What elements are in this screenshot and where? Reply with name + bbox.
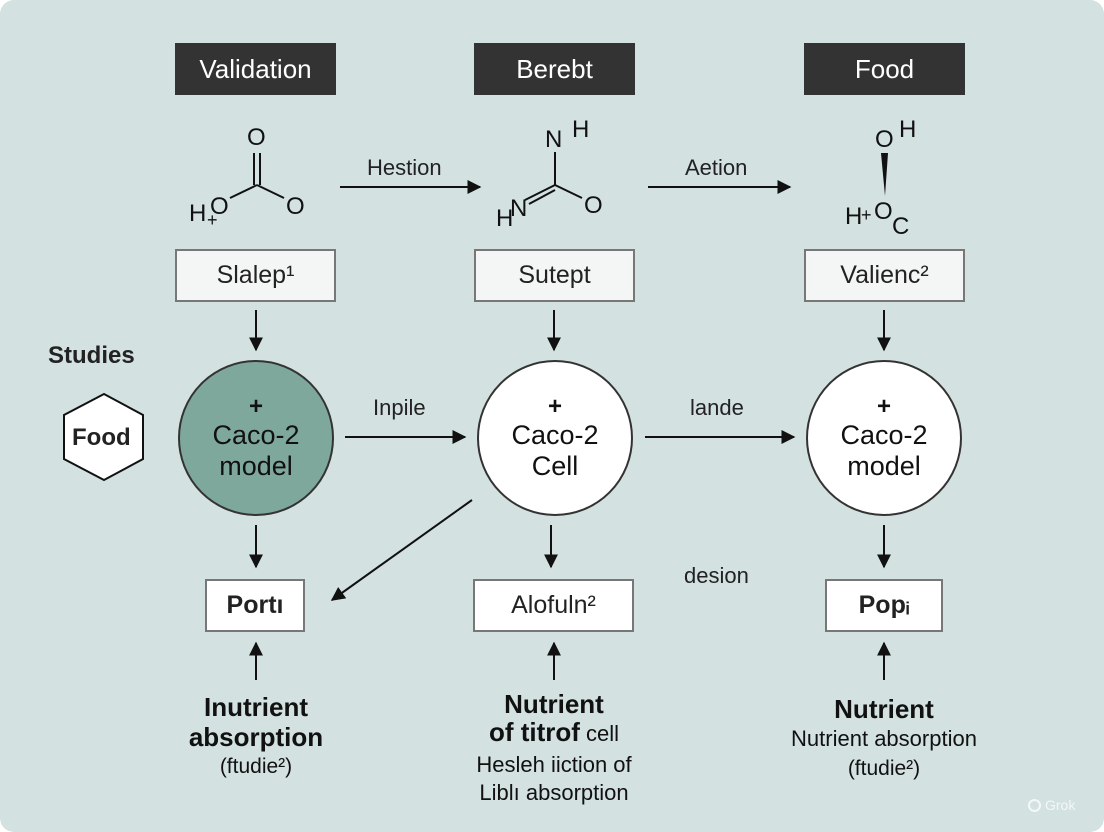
bottom-right-line1: Nutrient bbox=[834, 694, 934, 724]
molecule-right-o-top: O bbox=[875, 126, 894, 153]
molecule-middle-n-top: N bbox=[545, 126, 563, 153]
bottom-left-line3: (ftudie²) bbox=[219, 755, 293, 778]
molecule-right-o: O bbox=[874, 198, 893, 225]
stage-box-middle: Sutept bbox=[474, 249, 635, 302]
arrow-label-top-left: Hestion bbox=[367, 155, 442, 180]
molecule-left-h: H bbox=[189, 200, 207, 227]
bottom-text-middle: Nutrient of titrof cell Hesleh iiction o… bbox=[444, 690, 664, 807]
header-food: Food bbox=[804, 43, 965, 95]
result-box-right: Popᵢ bbox=[825, 579, 943, 632]
bottom-middle-line2: of titrof cell bbox=[444, 718, 664, 751]
bottom-text-left: Inutrient absorption (ftudie²) bbox=[166, 692, 346, 782]
arrow-label-mid-left: Inpile bbox=[373, 395, 426, 420]
molecule-middle-o: O bbox=[584, 192, 603, 219]
molecule-right-h-top: H bbox=[899, 116, 917, 143]
molecule-right-plus: + bbox=[861, 205, 872, 225]
bottom-middle-line3: Hesleh iiction of bbox=[476, 752, 632, 777]
bottom-right-line3: (ftudie²) bbox=[847, 757, 921, 780]
bottom-middle-line2-bold: of titrof bbox=[488, 717, 580, 747]
result-box-left: Portı bbox=[205, 579, 305, 632]
bottom-left-line1: Inutrient bbox=[204, 692, 308, 722]
caco2-cell-circle-middle: + Caco-2 Cell bbox=[477, 360, 633, 516]
molecule-middle-h-top: H bbox=[572, 116, 590, 143]
header-berebt: Berebt bbox=[474, 43, 635, 95]
header-validation: Validation bbox=[175, 43, 336, 95]
molecule-middle-h: H bbox=[496, 205, 514, 232]
bottom-left-line2: absorption bbox=[188, 722, 324, 752]
grok-logo-icon bbox=[1028, 798, 1041, 812]
molecule-left-o-top: O bbox=[247, 124, 266, 151]
molecule-left-plus: + bbox=[207, 210, 218, 230]
circle-middle-plus: + bbox=[547, 393, 562, 420]
circle-left-plus: + bbox=[248, 393, 263, 420]
bottom-middle-line1: Nutrient bbox=[504, 689, 604, 719]
food-hexagon-label: Food bbox=[72, 424, 131, 451]
molecule-left-o-left: O bbox=[210, 193, 229, 220]
bottom-text-right: Nutrient Nutrient absorption (ftudie²) bbox=[764, 694, 1004, 784]
arrow-label-top-right: Aetion bbox=[685, 155, 748, 180]
bottom-right-line2: Nutrient absorption bbox=[791, 726, 977, 751]
arrow-label-lower-right: desion bbox=[684, 563, 749, 588]
bottom-middle-line4: Liblı absorption bbox=[479, 780, 629, 805]
circle-middle-line1: Caco-2 bbox=[511, 420, 599, 450]
molecule-right-c: C bbox=[892, 213, 910, 240]
molecule-right-h: H bbox=[845, 203, 863, 230]
molecule-left-bonds bbox=[229, 153, 285, 199]
caco2-model-circle-right: + Caco-2 model bbox=[806, 360, 962, 516]
circle-right-line2: model bbox=[847, 451, 921, 481]
watermark: Grok bbox=[1028, 797, 1075, 813]
molecule-middle-bonds bbox=[524, 152, 583, 205]
result-box-middle: Alofuln² bbox=[473, 579, 634, 632]
stage-box-right: Valienc² bbox=[804, 249, 965, 302]
studies-label: Studies bbox=[48, 342, 135, 369]
arrow-diagonal bbox=[330, 499, 473, 601]
molecule-right-wedge bbox=[881, 153, 888, 196]
watermark-text: Grok bbox=[1045, 797, 1076, 813]
arrow-label-mid-right: lande bbox=[690, 395, 744, 420]
food-hexagon-shape bbox=[63, 392, 144, 482]
circle-middle-line2: Cell bbox=[531, 451, 579, 481]
circle-right-line1: Caco-2 bbox=[840, 420, 928, 450]
stage-box-left: Slalep¹ bbox=[175, 249, 336, 302]
molecule-middle-n: N bbox=[510, 195, 528, 222]
caco2-model-circle-left: + Caco-2 model bbox=[178, 360, 334, 516]
circle-right-plus: + bbox=[876, 393, 891, 420]
molecule-left-o-right: O bbox=[286, 193, 305, 220]
circle-left-line2: model bbox=[219, 451, 293, 481]
circle-left-line1: Caco-2 bbox=[212, 420, 300, 450]
bottom-middle-line2-rest: cell bbox=[579, 721, 620, 746]
